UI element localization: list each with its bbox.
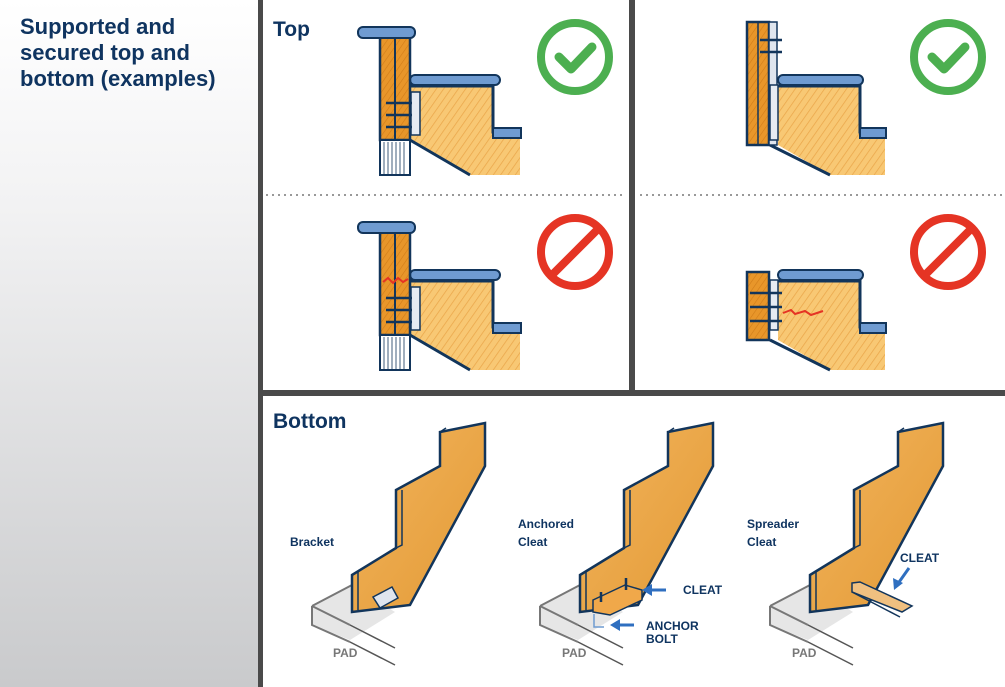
svg-text:Bracket: Bracket [290, 535, 334, 549]
check-circle-icon [914, 23, 982, 91]
bracket-icon [371, 585, 400, 609]
svg-text:Cleat: Cleat [518, 535, 547, 549]
top-left-incorrect [356, 220, 523, 372]
spreader-cleat [851, 581, 914, 613]
top-heading: Top [273, 18, 310, 41]
svg-text:BOLT: BOLT [646, 632, 678, 646]
bracket-example: Bracket PAD [290, 421, 487, 667]
anchor-bolt-icon [593, 614, 604, 628]
sidebar: Supported and secured top and bottom (ex… [0, 0, 258, 687]
arrow-icon [893, 578, 903, 590]
top-right-correct [745, 20, 888, 177]
section-divider [258, 390, 1005, 396]
column-divider [629, 0, 635, 392]
top-right-incorrect [745, 269, 887, 372]
svg-text:Cleat: Cleat [747, 535, 776, 549]
prohibited-icon [541, 218, 609, 286]
svg-text:Anchored: Anchored [518, 517, 574, 531]
bottom-heading: Bottom [273, 410, 346, 433]
svg-text:PAD: PAD [333, 646, 358, 660]
vertical-divider [258, 0, 263, 687]
svg-text:CLEAT: CLEAT [683, 583, 723, 597]
svg-text:Spreader: Spreader [747, 517, 799, 531]
sidebar-title: Supported and secured top and bottom (ex… [20, 14, 216, 91]
check-circle-icon [541, 23, 609, 91]
spreader-cleat-example: Spreader Cleat CLEAT PAD [747, 421, 945, 667]
svg-text:PAD: PAD [562, 646, 587, 660]
svg-text:ANCHOR: ANCHOR [646, 619, 699, 633]
svg-text:PAD: PAD [792, 646, 817, 660]
arrow-icon [610, 619, 620, 631]
arrow-icon [642, 584, 652, 596]
anchored-cleat-example: Anchored Cleat CLEAT ANCHOR BOLT PAD [518, 421, 723, 667]
svg-text:CLEAT: CLEAT [900, 551, 940, 565]
top-left-correct [356, 25, 523, 177]
prohibited-icon [914, 218, 982, 286]
